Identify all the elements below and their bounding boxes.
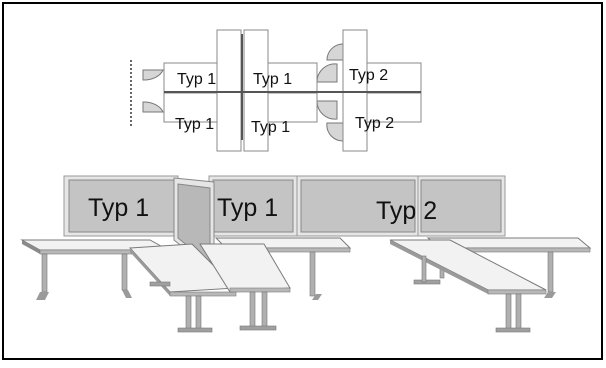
floor-plan: Typ 1 Typ 1 Typ 2 Typ 1 Typ 1 Typ 2 [130, 29, 422, 152]
desk [149, 243, 291, 331]
plan-desk [216, 29, 242, 152]
plan-desk [243, 29, 269, 152]
screen-panel [208, 175, 298, 237]
perspective-view: Typ 1 Typ 1 Typ 2 [20, 175, 592, 333]
screen-panel [296, 175, 506, 237]
plan-label: Typ 1 [175, 116, 214, 133]
screen-panel [63, 175, 179, 237]
plan-label: Typ 2 [349, 67, 388, 84]
plan-label: Typ 1 [251, 119, 290, 136]
panel-label: Typ 2 [376, 197, 437, 225]
door-swing-icon [326, 122, 344, 142]
panel-label: Typ 1 [88, 194, 149, 222]
door-swing-icon [142, 69, 164, 81]
plan-label: Typ 2 [355, 115, 394, 132]
plan-desk [342, 29, 368, 152]
desk [389, 239, 547, 333]
plan-label: Typ 1 [177, 71, 216, 88]
panel-label: Typ 1 [217, 194, 278, 222]
plan-label: Typ 1 [253, 71, 292, 88]
door-swing-icon [142, 101, 164, 113]
